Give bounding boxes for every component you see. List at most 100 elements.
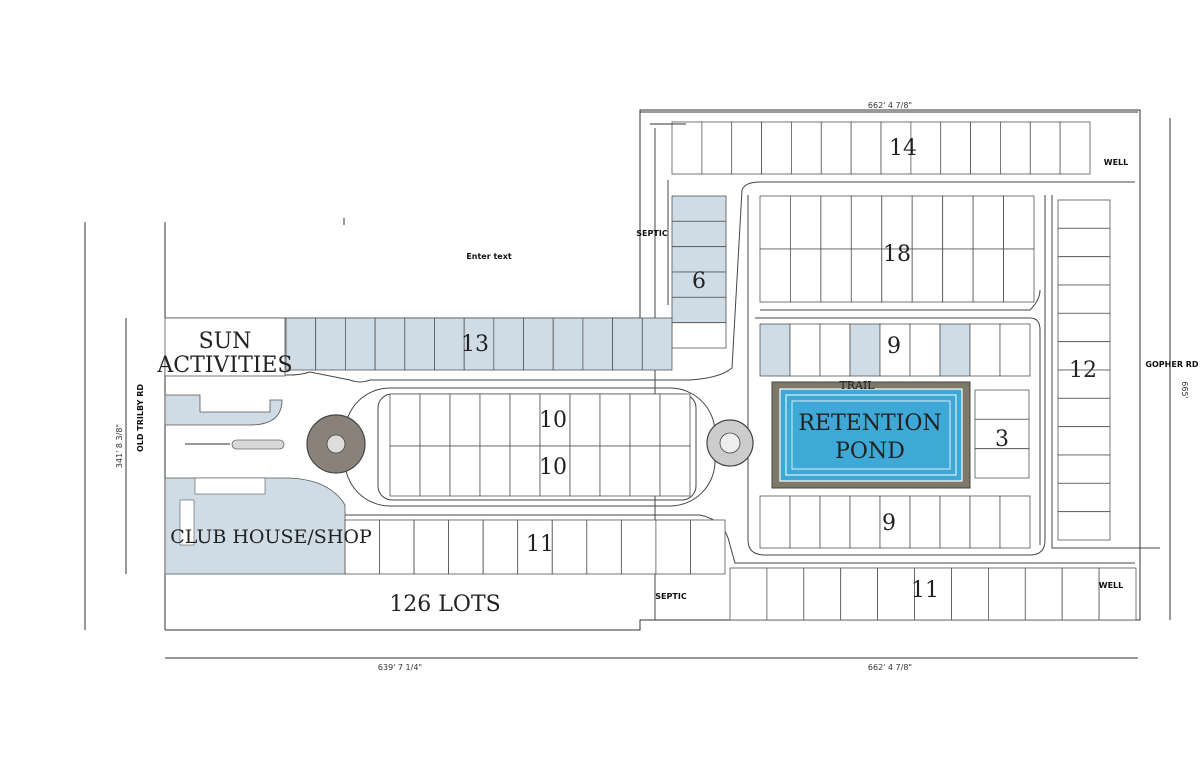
lot bbox=[449, 393, 481, 447]
lot bbox=[790, 248, 822, 303]
lots-inner-bottom-10 bbox=[389, 445, 691, 497]
count-right-column: 12 bbox=[1069, 358, 1097, 383]
lot bbox=[969, 323, 1001, 377]
label-activities: ACTIVITIES bbox=[156, 353, 292, 378]
lot bbox=[731, 121, 763, 175]
lot bbox=[1024, 567, 1063, 621]
lot bbox=[881, 248, 913, 303]
lot bbox=[999, 495, 1031, 549]
lot bbox=[379, 519, 415, 575]
lot bbox=[1003, 195, 1035, 250]
lot bbox=[344, 519, 380, 575]
dimension-lines bbox=[125, 111, 1171, 659]
lot bbox=[974, 418, 1030, 449]
lot bbox=[819, 495, 851, 549]
lot bbox=[419, 393, 451, 447]
dim-right: 665' bbox=[1180, 381, 1189, 398]
lot bbox=[389, 393, 421, 447]
lot bbox=[879, 495, 911, 549]
lot bbox=[671, 121, 703, 175]
lot bbox=[1057, 227, 1111, 258]
lot bbox=[988, 567, 1026, 621]
count-bottom-left-row: 11 bbox=[526, 532, 554, 557]
lot bbox=[881, 195, 913, 250]
lot bbox=[759, 195, 791, 250]
lot bbox=[1057, 369, 1111, 399]
lot bbox=[671, 271, 727, 298]
lot bbox=[523, 317, 554, 371]
lot bbox=[759, 323, 791, 377]
lot bbox=[820, 248, 852, 303]
count-lower-row: 9 bbox=[882, 511, 896, 536]
lot bbox=[942, 248, 974, 303]
lot bbox=[911, 195, 944, 250]
label-septic-top: SEPTIC bbox=[636, 229, 668, 238]
lot bbox=[942, 195, 974, 250]
lot bbox=[789, 323, 821, 377]
lot bbox=[791, 121, 822, 175]
lot bbox=[448, 519, 484, 575]
lot bbox=[659, 393, 691, 447]
label-sun: SUN bbox=[199, 329, 252, 354]
lot bbox=[877, 567, 915, 621]
dim-top: 662' 4 7/8" bbox=[868, 101, 912, 110]
lot bbox=[849, 495, 881, 549]
lots-septic-block-6 bbox=[671, 195, 727, 349]
sun-activities-area bbox=[164, 317, 286, 426]
lot bbox=[621, 519, 657, 575]
label-retention: RETENTION bbox=[798, 411, 941, 436]
lot bbox=[419, 445, 451, 497]
lot bbox=[479, 393, 511, 447]
lot bbox=[840, 567, 879, 621]
lot bbox=[951, 567, 989, 621]
lot bbox=[1059, 121, 1091, 175]
lot bbox=[759, 495, 791, 549]
lot bbox=[517, 519, 553, 575]
lot bbox=[911, 248, 944, 303]
lot bbox=[599, 393, 631, 447]
club-house-area bbox=[164, 477, 346, 575]
lot bbox=[404, 317, 435, 371]
lot bbox=[880, 121, 912, 175]
lot bbox=[1057, 341, 1111, 371]
lot bbox=[1057, 199, 1111, 229]
lot bbox=[1061, 567, 1100, 621]
count-pond-side: 3 bbox=[995, 427, 1009, 452]
lot bbox=[972, 248, 1004, 303]
lots-bottom-left-11 bbox=[344, 519, 726, 575]
lot bbox=[1057, 426, 1111, 456]
lot bbox=[819, 323, 851, 377]
lot bbox=[551, 519, 588, 575]
dim-bottom-right: 662' 4 7/8" bbox=[868, 663, 912, 672]
lot bbox=[1003, 248, 1035, 303]
count-middle-row: 9 bbox=[887, 334, 901, 359]
lot bbox=[1098, 567, 1137, 621]
lots-middle-row-9 bbox=[759, 323, 1031, 377]
lot bbox=[759, 248, 791, 303]
lot bbox=[539, 445, 571, 497]
lot bbox=[671, 322, 727, 349]
lots-right-column-12 bbox=[1057, 199, 1111, 541]
lot bbox=[729, 567, 768, 621]
lot bbox=[850, 248, 883, 303]
lot bbox=[374, 317, 406, 371]
fountain-right bbox=[706, 419, 754, 467]
count-bottom-right-row: 11 bbox=[911, 578, 939, 603]
lot bbox=[1057, 312, 1111, 342]
lot bbox=[671, 220, 727, 248]
lots-left-row-13 bbox=[285, 317, 673, 371]
label-pond: POND bbox=[835, 439, 905, 464]
lot bbox=[434, 317, 465, 371]
lot bbox=[914, 567, 952, 621]
lot bbox=[539, 393, 571, 447]
lot bbox=[612, 317, 643, 371]
lot bbox=[1057, 454, 1111, 484]
label-well-bottom: WELL bbox=[1099, 581, 1123, 590]
lot bbox=[972, 195, 1004, 250]
lot bbox=[315, 317, 346, 371]
label-old-road: OLD TRILBY RD bbox=[136, 384, 145, 452]
lot bbox=[1057, 284, 1111, 314]
lot bbox=[789, 495, 821, 549]
lots-lower-row-9 bbox=[759, 495, 1031, 549]
lot bbox=[655, 519, 691, 575]
